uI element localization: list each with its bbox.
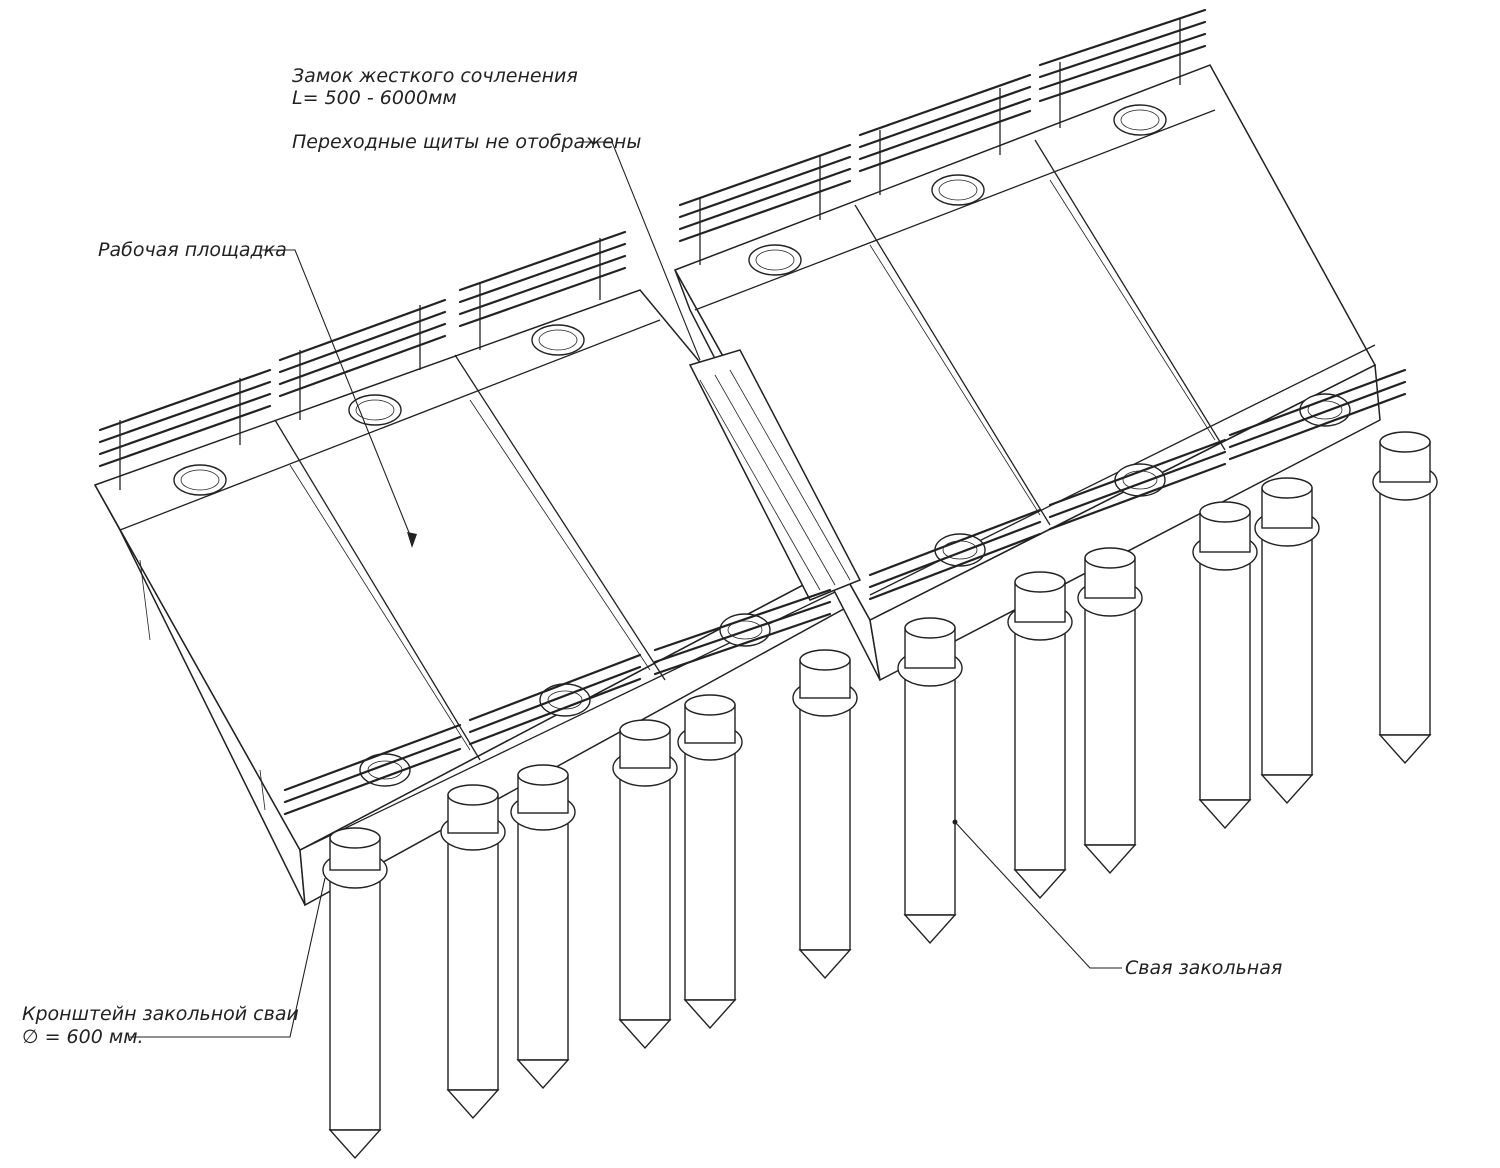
pile xyxy=(792,649,858,980)
hatch-ring xyxy=(531,324,585,356)
hatch-ring xyxy=(173,464,227,496)
back-railings xyxy=(98,8,1207,490)
pile xyxy=(1254,477,1320,805)
pile xyxy=(897,617,963,945)
hatch-ring xyxy=(348,394,402,426)
label-bracket-line1: Кронштейн закольной сваи xyxy=(22,1003,299,1025)
pile xyxy=(677,694,743,1030)
pile xyxy=(1192,501,1258,830)
pile xyxy=(612,719,678,1050)
label-bracket-line2: ∅ = 600 мм. xyxy=(22,1026,144,1048)
piles xyxy=(322,431,1438,1160)
front-railings xyxy=(283,368,1407,816)
label-work-platform: Рабочая площадка xyxy=(98,239,287,261)
label-joint-lock-line1: Замок жесткого сочленения xyxy=(292,65,578,87)
pile xyxy=(440,784,506,1120)
hatch-ring xyxy=(748,244,802,276)
leader-lines xyxy=(130,141,1122,1038)
pile xyxy=(1372,431,1438,765)
label-joint-lock-line2: L= 500 - 6000мм xyxy=(292,87,457,109)
pile xyxy=(1077,547,1143,875)
pile xyxy=(510,764,576,1090)
rigid-joint-lock xyxy=(688,349,862,601)
label-transition-panels: Переходные щиты не отображены xyxy=(292,131,641,153)
pile xyxy=(322,827,388,1160)
hatch-ring xyxy=(1113,104,1167,136)
hatch-ring xyxy=(931,174,985,206)
label-pile: Свая закольная xyxy=(1125,957,1282,979)
annotations: Замок жесткого сочленения L= 500 - 6000м… xyxy=(22,65,1282,1048)
pile xyxy=(1007,571,1073,900)
left-pontoon-section xyxy=(93,289,862,907)
